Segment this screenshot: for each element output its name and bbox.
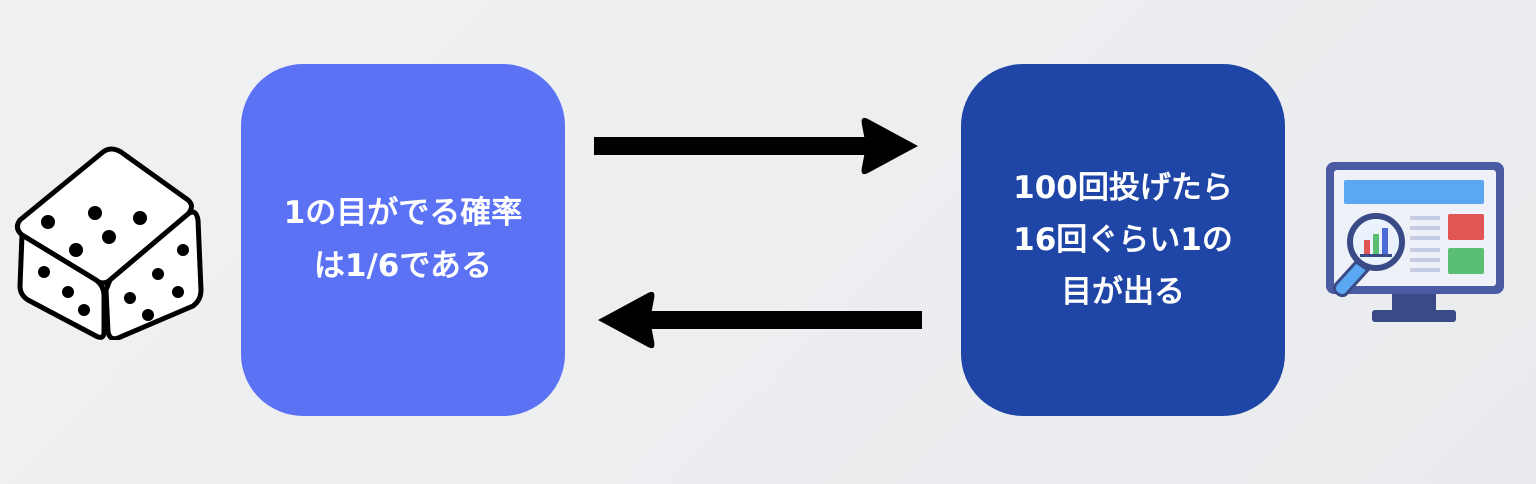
right-box-line-2: 16回ぐらい1の: [1013, 221, 1233, 258]
dice-icon: [14, 146, 204, 340]
right-box-line-3: 目が出る: [1061, 274, 1185, 311]
experiment-result-text: 100回投げたら 16回ぐらい1の 目が出る: [1013, 162, 1233, 318]
arrow-left-icon: [598, 291, 922, 349]
left-box-line-2: は1/6である: [313, 248, 493, 284]
arrow-right-icon: [594, 117, 918, 175]
probability-statement-text: 1の目がでる確率 は1/6である: [284, 187, 523, 294]
left-box-line-1: 1の目がでる確率: [283, 194, 523, 231]
experiment-result-box: 100回投げたら 16回ぐらい1の 目が出る: [961, 64, 1285, 416]
monitor-analytics-icon: [1326, 162, 1504, 322]
probability-statement-box: 1の目がでる確率 は1/6である: [241, 64, 565, 416]
right-box-line-1: 100回投げたら: [1013, 169, 1233, 206]
